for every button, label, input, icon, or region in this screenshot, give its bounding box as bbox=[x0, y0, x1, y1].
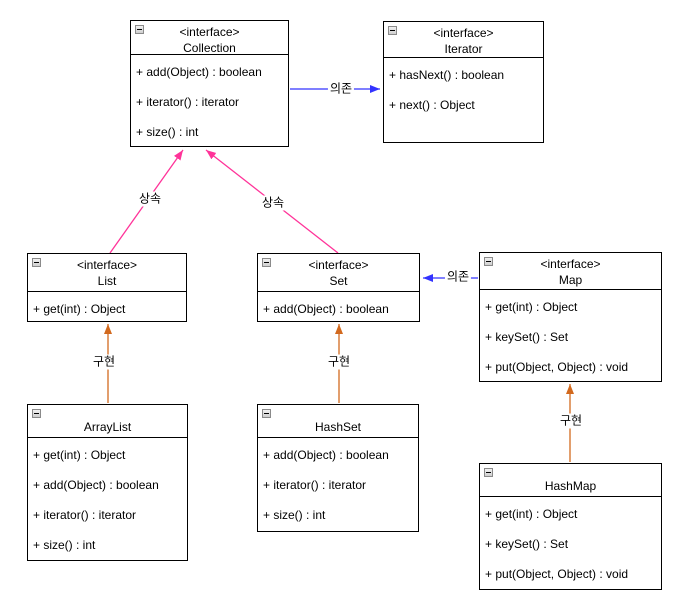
class-box-set[interactable]: <interface> Set + add(Object) : boolean bbox=[257, 253, 420, 322]
class-header-iterator: <interface> Iterator bbox=[384, 22, 543, 58]
class-name: Map bbox=[558, 273, 583, 287]
class-box-map[interactable]: <interface> Map + get(int) : Object + keySe… bbox=[479, 252, 662, 382]
relation-hashmap-map-label[interactable]: 구현 bbox=[557, 413, 585, 429]
class-header-hashset: HashSet bbox=[258, 405, 418, 438]
relation-map-set-label[interactable]: 의존 bbox=[444, 269, 472, 285]
method-item: + put(Object, Object) : void bbox=[485, 360, 629, 374]
relation-collection-iterator-label[interactable]: 의존 bbox=[327, 81, 355, 97]
methods-section-hashmap: + get(int) : Object + keySet() : Set + put… bbox=[480, 497, 661, 589]
class-box-arraylist[interactable]: ArrayList + get(int) : Object + add(Object… bbox=[27, 404, 188, 561]
stereotype-label: <interface> bbox=[540, 257, 601, 271]
method-item: + keySet() : Set bbox=[485, 537, 569, 551]
method-item: + add(Object) : boolean bbox=[136, 65, 262, 79]
class-header-list: <interface> List bbox=[28, 254, 186, 292]
class-name: ArrayList bbox=[83, 420, 132, 434]
collapse-icon[interactable] bbox=[32, 258, 41, 267]
class-title-wrap: HashMap bbox=[480, 464, 661, 494]
class-box-collection[interactable]: <interface>Collection+ add(Object) : boo… bbox=[130, 20, 289, 147]
class-name: Iterator bbox=[444, 42, 483, 56]
method-item: + iterator() : iterator bbox=[33, 508, 137, 522]
method-item: + get(int) : Object bbox=[33, 448, 126, 462]
class-box-hashset[interactable]: HashSet + add(Object) : boolean + iterator… bbox=[257, 404, 419, 532]
method-item: + next() : Object bbox=[389, 98, 475, 112]
stereotype-label: <interface> bbox=[308, 258, 369, 272]
methods-section-collection: + add(Object) : boolean + iterator() : it… bbox=[131, 55, 288, 147]
method-item: + iterator() : iterator bbox=[136, 95, 240, 109]
relation-hashset-set-label[interactable]: 구현 bbox=[325, 354, 353, 370]
method-item: + get(int) : Object bbox=[33, 302, 126, 316]
collapse-icon[interactable] bbox=[484, 257, 493, 266]
methods-section-set: + add(Object) : boolean bbox=[258, 292, 419, 324]
relation-arraylist-list-label[interactable]: 구현 bbox=[90, 354, 118, 370]
method-item: + add(Object) : boolean bbox=[263, 448, 389, 462]
collapse-icon[interactable] bbox=[484, 468, 493, 477]
class-header-set: <interface> Set bbox=[258, 254, 419, 292]
class-title-wrap: <interface> Map bbox=[480, 253, 661, 288]
collapse-icon[interactable] bbox=[262, 409, 271, 418]
class-name: Set bbox=[329, 274, 348, 288]
class-title-wrap: ArrayList bbox=[28, 405, 187, 435]
collapse-icon[interactable] bbox=[135, 25, 144, 34]
class-name: Collection bbox=[183, 41, 236, 55]
class-box-list[interactable]: <interface> List + get(int) : Object bbox=[27, 253, 187, 322]
collapse-icon[interactable] bbox=[262, 258, 271, 267]
class-title-wrap: HashSet bbox=[258, 405, 418, 435]
method-item: + size() : int bbox=[33, 538, 96, 552]
class-header-collection: <interface> Collection bbox=[131, 21, 288, 55]
class-name: HashSet bbox=[314, 420, 362, 434]
class-name: List bbox=[97, 274, 117, 288]
method-item: + size() : int bbox=[136, 125, 199, 139]
method-item: + get(int) : Object bbox=[485, 507, 578, 521]
class-name: HashMap bbox=[544, 479, 597, 493]
methods-section-iterator: + hasNext() : boolean + next() : Object bbox=[384, 58, 543, 120]
method-item: + add(Object) : boolean bbox=[33, 478, 159, 492]
class-header-arraylist: ArrayList bbox=[28, 405, 187, 438]
class-box-iterator[interactable]: <interface> Iterator + hasNext() : boolean… bbox=[383, 21, 544, 143]
class-header-hashmap: HashMap bbox=[480, 464, 661, 497]
method-item: + hasNext() : boolean bbox=[389, 68, 505, 82]
method-item: + get(int) : Object bbox=[485, 300, 578, 314]
class-title-wrap: <interface> List bbox=[28, 254, 186, 289]
relation-set-collection-label[interactable]: 상속 bbox=[259, 195, 287, 211]
collapse-icon[interactable] bbox=[388, 26, 397, 35]
class-title-wrap: <interface> Collection bbox=[131, 21, 288, 55]
method-item: + put(Object, Object) : void bbox=[485, 567, 629, 581]
class-header-map: <interface> Map bbox=[480, 253, 661, 290]
class-box-hashmap[interactable]: HashMap + get(int) : Object + keySet() : S… bbox=[479, 463, 662, 590]
class-title-wrap: <interface> Set bbox=[258, 254, 419, 289]
method-item: + add(Object) : boolean bbox=[263, 302, 389, 316]
method-item: + keySet() : Set bbox=[485, 330, 569, 344]
methods-section-hashset: + add(Object) : boolean + iterator() : it… bbox=[258, 438, 418, 530]
stereotype-label: <interface> bbox=[76, 258, 138, 272]
relation-list-collection-label[interactable]: 상속 bbox=[136, 191, 164, 207]
class-title-wrap: <interface> Iterator bbox=[384, 22, 543, 57]
stereotype-label: <interface> bbox=[179, 25, 240, 39]
method-item: + size() : int bbox=[263, 508, 326, 522]
collapse-icon[interactable] bbox=[32, 409, 41, 418]
methods-section-arraylist: + get(int) : Object + add(Object) : boole… bbox=[28, 438, 187, 560]
stereotype-label: <interface> bbox=[433, 26, 494, 40]
methods-section-map: + get(int) : Object + keySet() : Set + put… bbox=[480, 290, 661, 382]
method-item: + iterator() : iterator bbox=[263, 478, 367, 492]
methods-section-list: + get(int) : Object bbox=[28, 292, 186, 324]
